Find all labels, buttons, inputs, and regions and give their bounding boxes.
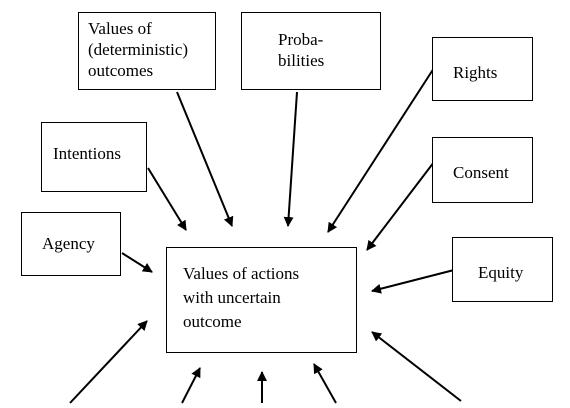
node-agency: Agency — [21, 212, 121, 276]
node-equity: Equity — [452, 237, 553, 302]
arrow-from-equity — [371, 269, 455, 294]
arrow-from-probabilities — [283, 91, 298, 227]
node-label: Rights — [453, 63, 498, 82]
arrow-from-values-outcomes — [176, 91, 234, 227]
node-label: Equity — [478, 263, 524, 282]
arrow-from-agency — [121, 252, 153, 273]
node-label: Values of (deterministic) outcomes — [88, 19, 189, 80]
node-consent: Consent — [432, 137, 533, 203]
node-intentions: Intentions — [41, 122, 147, 192]
arrow-from-rights — [327, 67, 435, 233]
node-values-of-deterministic-outcomes: Values of (deterministic) outcomes — [78, 12, 216, 90]
central-node-label: Values of actions with uncertain outcome — [183, 264, 300, 331]
arrow-from-bottom-left — [181, 367, 201, 404]
node-label: Agency — [42, 234, 95, 253]
node-label: Intentions — [53, 144, 121, 163]
arrow-from-consent — [366, 161, 435, 251]
arrow-from-bottom-far-left — [69, 320, 148, 404]
node-label: Proba- bilities — [278, 30, 325, 70]
arrow-from-bottom-right — [313, 363, 337, 404]
arrow-from-bottom-far-right — [371, 331, 462, 402]
arrow-from-intentions — [147, 167, 187, 231]
central-node-values-of-actions: Values of actions with uncertain outcome — [166, 247, 357, 353]
node-rights: Rights — [432, 37, 533, 101]
node-probabilities: Proba- bilities — [241, 12, 381, 90]
node-label: Consent — [453, 163, 509, 182]
